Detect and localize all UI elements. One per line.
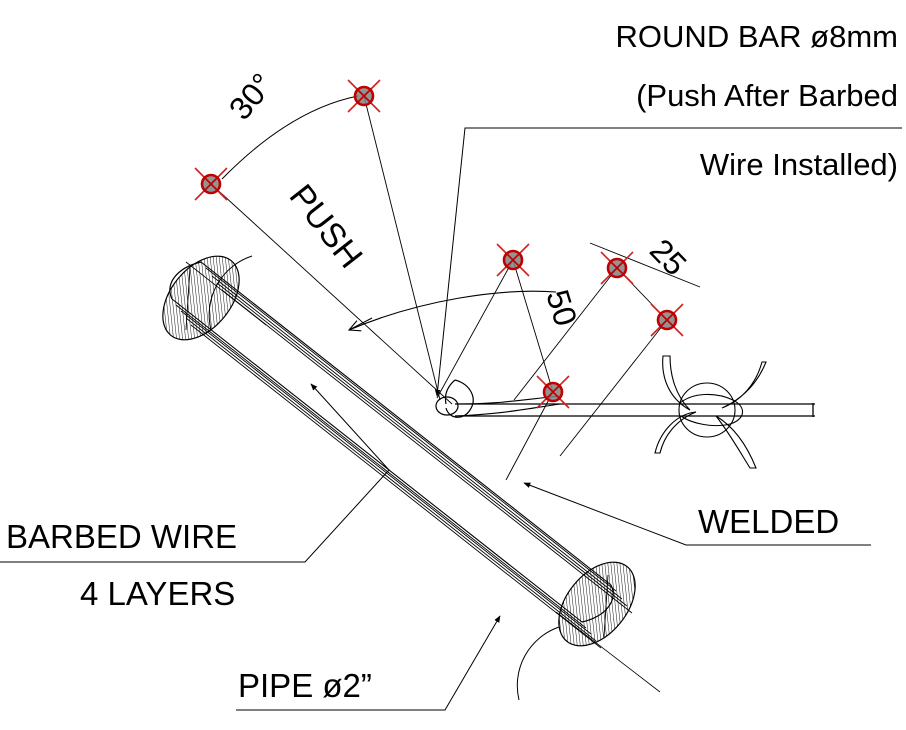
grip-spacing-lower[interactable] — [650, 303, 684, 337]
barb-spike-group — [654, 355, 767, 469]
dimension-50-line — [512, 259, 554, 393]
grip-spacing-upper[interactable] — [600, 251, 634, 285]
dimension-50 — [436, 259, 554, 481]
angle-dimension-30 — [210, 95, 453, 405]
grip-bar-upper[interactable] — [496, 243, 530, 277]
pipe-label-line1: PIPE ø2” — [238, 667, 372, 704]
grip-inner-cross — [505, 252, 521, 268]
pipe-end-cap-arcs — [208, 255, 560, 701]
round-bar — [444, 379, 474, 418]
round-bar-label-line2: (Push After Barbed — [636, 78, 898, 113]
dimension-50-ext-upper — [436, 259, 514, 399]
grip-inner-cross — [545, 384, 561, 400]
angle-extension-lines — [210, 95, 453, 405]
angle-arc — [221, 95, 359, 180]
barbed-wire-label-line1: BARBED WIRE — [6, 518, 237, 555]
pipe-outline — [171, 261, 612, 623]
pipe-axis-lines — [185, 261, 661, 693]
pipe-longitudinal-lines-upper — [205, 267, 633, 614]
grip-inner-cross — [356, 88, 372, 104]
push-arc — [349, 290, 557, 330]
dimension-50-ext-lower — [505, 391, 554, 481]
barbed-wire — [454, 355, 815, 469]
pipe-end-top-left — [162, 255, 240, 341]
barbed-wire-strand — [455, 403, 815, 417]
grip-inner-cross — [609, 260, 625, 276]
pipe-assembly — [162, 255, 661, 701]
round-bar-label-line1: ROUND BAR ø8mm — [616, 19, 898, 54]
label-underlines — [0, 127, 902, 711]
pipe-through-hole — [435, 396, 459, 416]
grip-bar-lower[interactable] — [536, 375, 570, 409]
pipe-end-bottom-right — [558, 561, 636, 647]
round-bar-label-line3: Wire Installed) — [700, 147, 898, 182]
push-arc-indicator — [349, 290, 557, 330]
barbed-wire-label-line2: 4 LAYERS — [80, 575, 235, 612]
pipe-longitudinal-lines-lower — [175, 304, 602, 649]
grip-arc-end[interactable] — [347, 79, 381, 113]
dimension-25-ext-upper — [513, 267, 618, 401]
grip-inner-cross — [659, 312, 675, 328]
grip-marker-layer[interactable] — [194, 79, 684, 409]
welded-label-line1: WELDED — [698, 503, 839, 540]
dimension-25-ext-lower — [559, 319, 668, 457]
dimension-25-guide — [589, 242, 701, 288]
grip-inner-cross — [203, 176, 219, 192]
grip-arc-start[interactable] — [194, 167, 228, 201]
